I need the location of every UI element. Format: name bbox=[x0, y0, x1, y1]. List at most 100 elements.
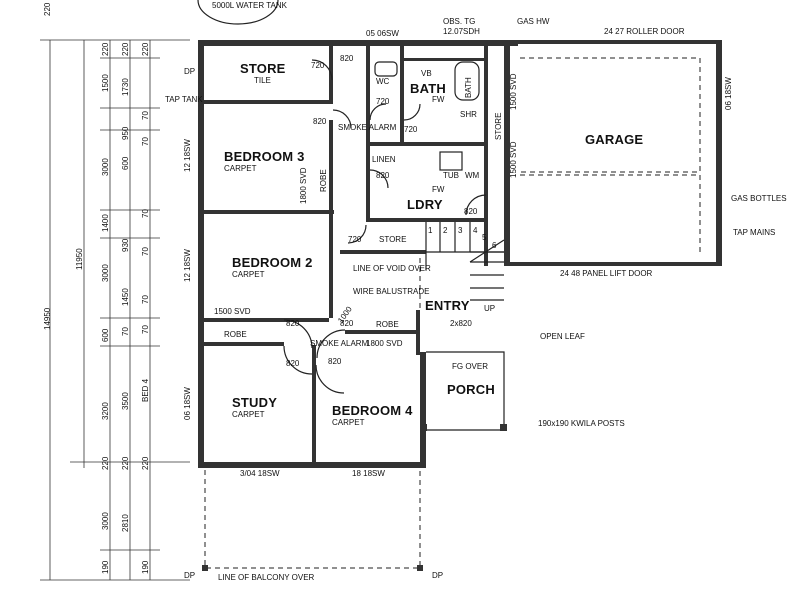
dim-mid-3: 600 bbox=[121, 156, 130, 170]
dim-outer-7: 220 bbox=[101, 456, 110, 470]
open-leaf-label: OPEN LEAF bbox=[540, 332, 585, 341]
door-820-linen: 820 bbox=[376, 171, 390, 180]
dim-top-cut-label: 220 bbox=[43, 2, 52, 16]
void-label: LINE OF VOID OVER bbox=[353, 264, 431, 273]
dim-outer-5: 600 bbox=[101, 328, 110, 342]
door-720-store-mid: 720 bbox=[348, 235, 362, 244]
study-floor-label: CARPET bbox=[232, 410, 265, 419]
svd-store-label: 1500 SVD bbox=[509, 73, 518, 110]
window-sw-bottom1-label: 3/04 18SW bbox=[240, 469, 280, 478]
window-sw-left3-label: 06 18SW bbox=[183, 387, 192, 420]
dim-mid-4: 930 bbox=[121, 238, 130, 252]
porch-label: PORCH bbox=[447, 382, 495, 397]
smoke-alarm-2-label: SMOKE ALARM bbox=[310, 339, 369, 348]
store-room-label: STORE bbox=[240, 61, 286, 76]
door-820-ldry: 820 bbox=[464, 207, 478, 216]
balcony-post-left bbox=[202, 565, 208, 571]
dp-label-3: DP bbox=[432, 571, 444, 580]
svd-b2-label: 1500 SVD bbox=[214, 307, 251, 316]
balcony-post-right bbox=[417, 565, 423, 571]
bathtub bbox=[454, 61, 480, 101]
balcony-line bbox=[204, 470, 421, 569]
stair-step-5: 5 bbox=[482, 233, 487, 242]
dim-mid-8: 220 bbox=[121, 456, 130, 470]
entry-door-label: 2x820 bbox=[450, 319, 472, 328]
dim-mid-5: 1450 bbox=[121, 288, 130, 306]
smoke-alarm-1-label: SMOKE ALARM bbox=[338, 123, 397, 132]
window-sw-left2-label: 12 18SW bbox=[183, 249, 192, 282]
robe-b3-label: ROBE bbox=[319, 169, 328, 192]
bedroom3-label: BEDROOM 3 bbox=[224, 149, 305, 164]
dim-inner-8: 220 bbox=[141, 456, 150, 470]
gas-bottles-label: GAS BOTTLES bbox=[731, 194, 787, 203]
door-720-bath: 720 bbox=[404, 125, 418, 134]
kwila-posts-label: 190x190 KWILA POSTS bbox=[538, 419, 625, 428]
door-820-bed3: 820 bbox=[313, 117, 327, 126]
door-720-store: 720 bbox=[311, 61, 325, 70]
dp-label-2: DP bbox=[184, 571, 196, 580]
garage-vehicle-outline-2 bbox=[520, 174, 701, 255]
shower-label: SHR bbox=[460, 110, 477, 119]
roller-door-label: 24 27 ROLLER DOOR bbox=[604, 27, 685, 36]
door-820-study: 820 bbox=[286, 359, 300, 368]
svd-store2-label: 1500 SVD bbox=[509, 141, 518, 178]
wm-label: WM bbox=[465, 171, 480, 180]
gas-hw-label: GAS HW bbox=[517, 17, 550, 26]
floor-waste-2-label: FW bbox=[432, 185, 445, 194]
bath-fixture-label: BATH bbox=[464, 77, 473, 98]
dim-inner-5: 70 bbox=[141, 295, 150, 304]
dim-inner-9: 190 bbox=[141, 560, 150, 574]
door-820-bed2: 820 bbox=[286, 319, 300, 328]
dim-inner-2: 70 bbox=[141, 137, 150, 146]
linen-label: LINEN bbox=[372, 155, 396, 164]
window-sw-right-label: 06 18SW bbox=[724, 77, 733, 110]
tub-label: TUB bbox=[443, 171, 459, 180]
dimension-lines-left bbox=[40, 39, 190, 581]
balustrade-label: WIRE BALUSTRADE bbox=[353, 287, 430, 296]
panel-door-label: 24 48 PANEL LIFT DOOR bbox=[560, 269, 653, 278]
dim-outer-3: 1400 bbox=[101, 214, 110, 232]
dim-outer-4: 3000 bbox=[101, 264, 110, 282]
store-mid-label: STORE bbox=[379, 235, 407, 244]
dim-outer-2: 3000 bbox=[101, 158, 110, 176]
window-sw-left-label: 12 18SW bbox=[183, 139, 192, 172]
store-bath-label: STORE bbox=[494, 112, 503, 140]
robe-b2-label: ROBE bbox=[224, 330, 247, 339]
stair-step-6: 6 bbox=[492, 241, 497, 250]
water-tank-outline bbox=[197, 0, 279, 25]
svd-b4-label: 1800 SVD bbox=[366, 339, 403, 348]
bedroom2-floor-label: CARPET bbox=[232, 270, 265, 279]
vanity-label: VB bbox=[421, 69, 432, 78]
stair-step-4: 4 bbox=[473, 226, 478, 235]
bedroom4-floor-label: CARPET bbox=[332, 418, 365, 427]
dim-inner-7: BED 4 bbox=[141, 378, 150, 402]
stair-step-2: 2 bbox=[443, 226, 448, 235]
dim-outer-9: 190 bbox=[101, 560, 110, 574]
obs-tg-level-label: 12.07SDH bbox=[443, 27, 480, 36]
dim-inner-4: 70 bbox=[141, 247, 150, 256]
dim-mid-9: 2810 bbox=[121, 514, 130, 532]
robe-b4-label: ROBE bbox=[376, 320, 399, 329]
porch-outline bbox=[426, 351, 505, 431]
stair-step-1: 1 bbox=[428, 226, 433, 235]
tap-mains-label: TAP MAINS bbox=[733, 228, 776, 237]
dp-label-1: DP bbox=[184, 67, 196, 76]
fg-over-label: FG OVER bbox=[452, 362, 489, 371]
up-label: UP bbox=[484, 304, 496, 313]
laundry-tub bbox=[439, 151, 463, 171]
dim-inner-6: 70 bbox=[141, 325, 150, 334]
window-sw-top-label: 05 06SW bbox=[366, 29, 399, 38]
study-label: STUDY bbox=[232, 395, 278, 410]
dim-mid-1: 1730 bbox=[121, 78, 130, 96]
dim-mid-0: 220 bbox=[121, 42, 130, 56]
window-sw-bottom2-label: 18 18SW bbox=[352, 469, 385, 478]
dim-inner-0: 220 bbox=[141, 42, 150, 56]
dim-mid-6: 70 bbox=[121, 327, 130, 336]
dim-total-label: 14950 bbox=[43, 307, 52, 330]
dim-mid-7: 3500 bbox=[121, 392, 130, 410]
svd-b3-label: 1800 SVD bbox=[299, 167, 308, 204]
exterior-walls bbox=[198, 40, 722, 468]
floor-waste-1-label: FW bbox=[432, 95, 445, 104]
door-swings bbox=[283, 59, 487, 394]
